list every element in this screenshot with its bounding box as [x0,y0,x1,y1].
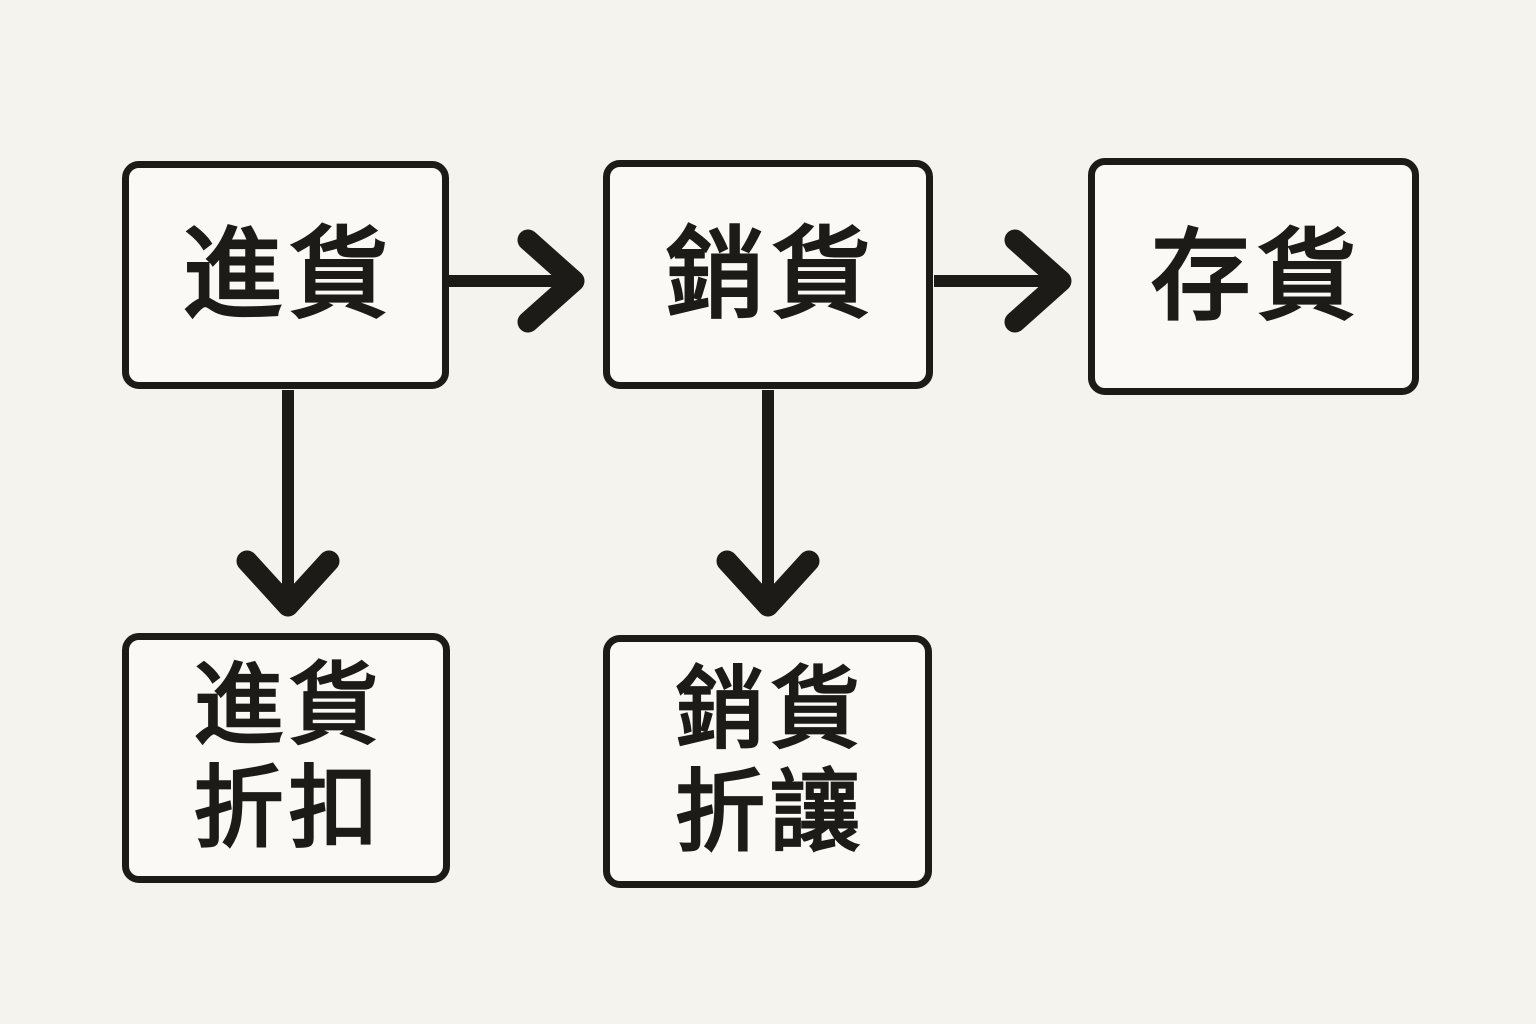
node-sales: 銷貨 [603,160,933,389]
node-inventory: 存貨 [1088,158,1419,395]
node-purchase-discount: 進貨 折扣 [122,633,450,883]
node-sales-label: 銷貨 [665,215,877,333]
arrow-sales-to-sales-allowance [716,390,820,617]
node-sales-allowance-label-line1: 銷貨 [675,656,865,762]
node-sales-allowance-label-line2: 折讓 [675,759,865,865]
node-purchases-label: 進貨 [182,216,395,333]
node-inventory-label: 存貨 [1150,217,1363,335]
node-purchase-discount-label-line2: 折扣 [193,756,384,861]
node-sales-allowance: 銷貨 折讓 [603,635,932,888]
arrow-purchases-to-purchase-discount [236,390,340,617]
node-purchase-discount-label-line1: 進貨 [193,653,384,759]
node-purchases: 進貨 [122,161,449,389]
arrow-purchases-to-sales [449,229,585,333]
arrow-sales-to-inventory [934,229,1072,333]
